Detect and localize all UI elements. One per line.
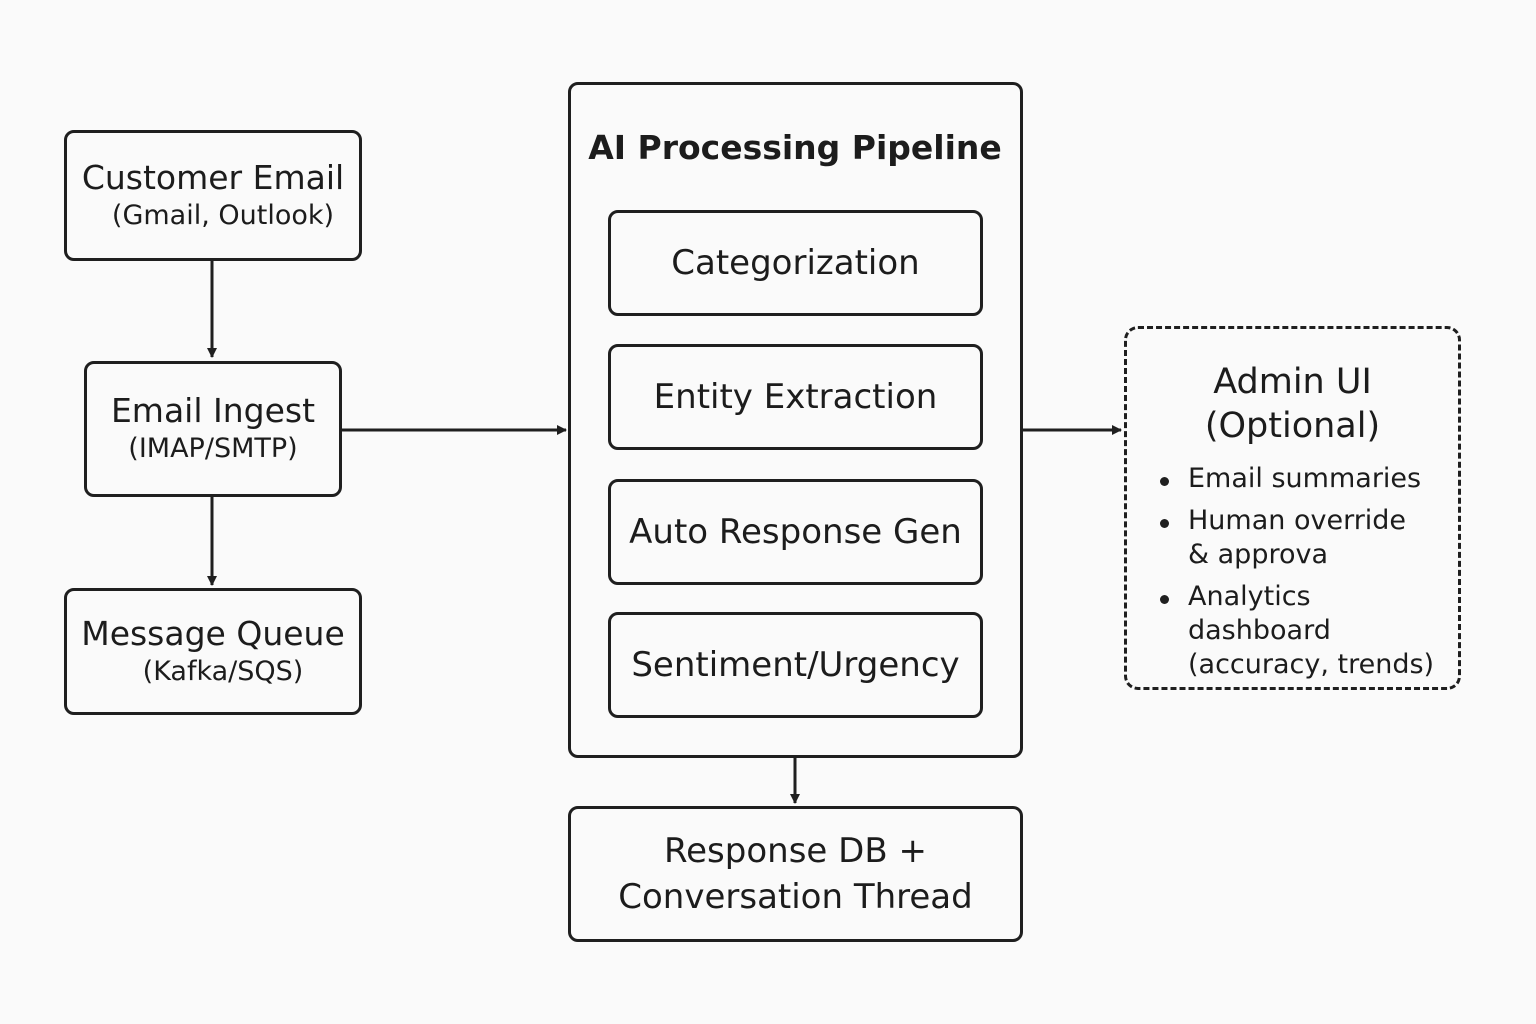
message-queue-title: Message Queue xyxy=(81,613,345,653)
admin-ui-node xyxy=(1124,326,1461,690)
message-queue-subtitle: (Kafka/SQS) xyxy=(142,655,304,687)
pipeline-title: AI Processing Pipeline xyxy=(588,128,1002,167)
customer-email-node: Customer Email (Gmail, Outlook) xyxy=(64,130,362,261)
response-db-line1: Response DB + xyxy=(664,831,927,871)
admin-feature-human-override: Human override & approva xyxy=(1160,504,1460,572)
stage-categorization: Categorization xyxy=(608,210,983,316)
response-db-node: Response DB + Conversation Thread xyxy=(568,806,1023,942)
stage-sentiment-urgency: Sentiment/Urgency xyxy=(608,612,983,718)
email-ingest-node: Email Ingest (IMAP/SMTP) xyxy=(84,361,342,497)
customer-email-title: Customer Email xyxy=(81,157,345,197)
customer-email-subtitle: (Gmail, Outlook) xyxy=(111,199,335,231)
admin-ui-title-line2: (Optional) xyxy=(1204,406,1381,446)
admin-ui-title-line1: Admin UI xyxy=(1213,362,1372,402)
message-queue-node: Message Queue (Kafka/SQS) xyxy=(64,588,362,715)
admin-feature-email-summaries: Email summaries xyxy=(1160,462,1460,496)
admin-feature-analytics-dashboard: Analytics dashboard (accuracy, trends) xyxy=(1160,580,1460,682)
stage-entity-extraction: Entity Extraction xyxy=(608,344,983,450)
admin-ui-title: Admin UI (Optional) xyxy=(1124,360,1461,448)
email-ingest-title: Email Ingest xyxy=(110,391,316,431)
admin-feature-list: Email summaries Human override & approva… xyxy=(1160,462,1460,690)
response-db-line2: Conversation Thread xyxy=(618,877,973,917)
stage-auto-response-gen: Auto Response Gen xyxy=(608,479,983,585)
email-ingest-subtitle: (IMAP/SMTP) xyxy=(128,433,298,465)
